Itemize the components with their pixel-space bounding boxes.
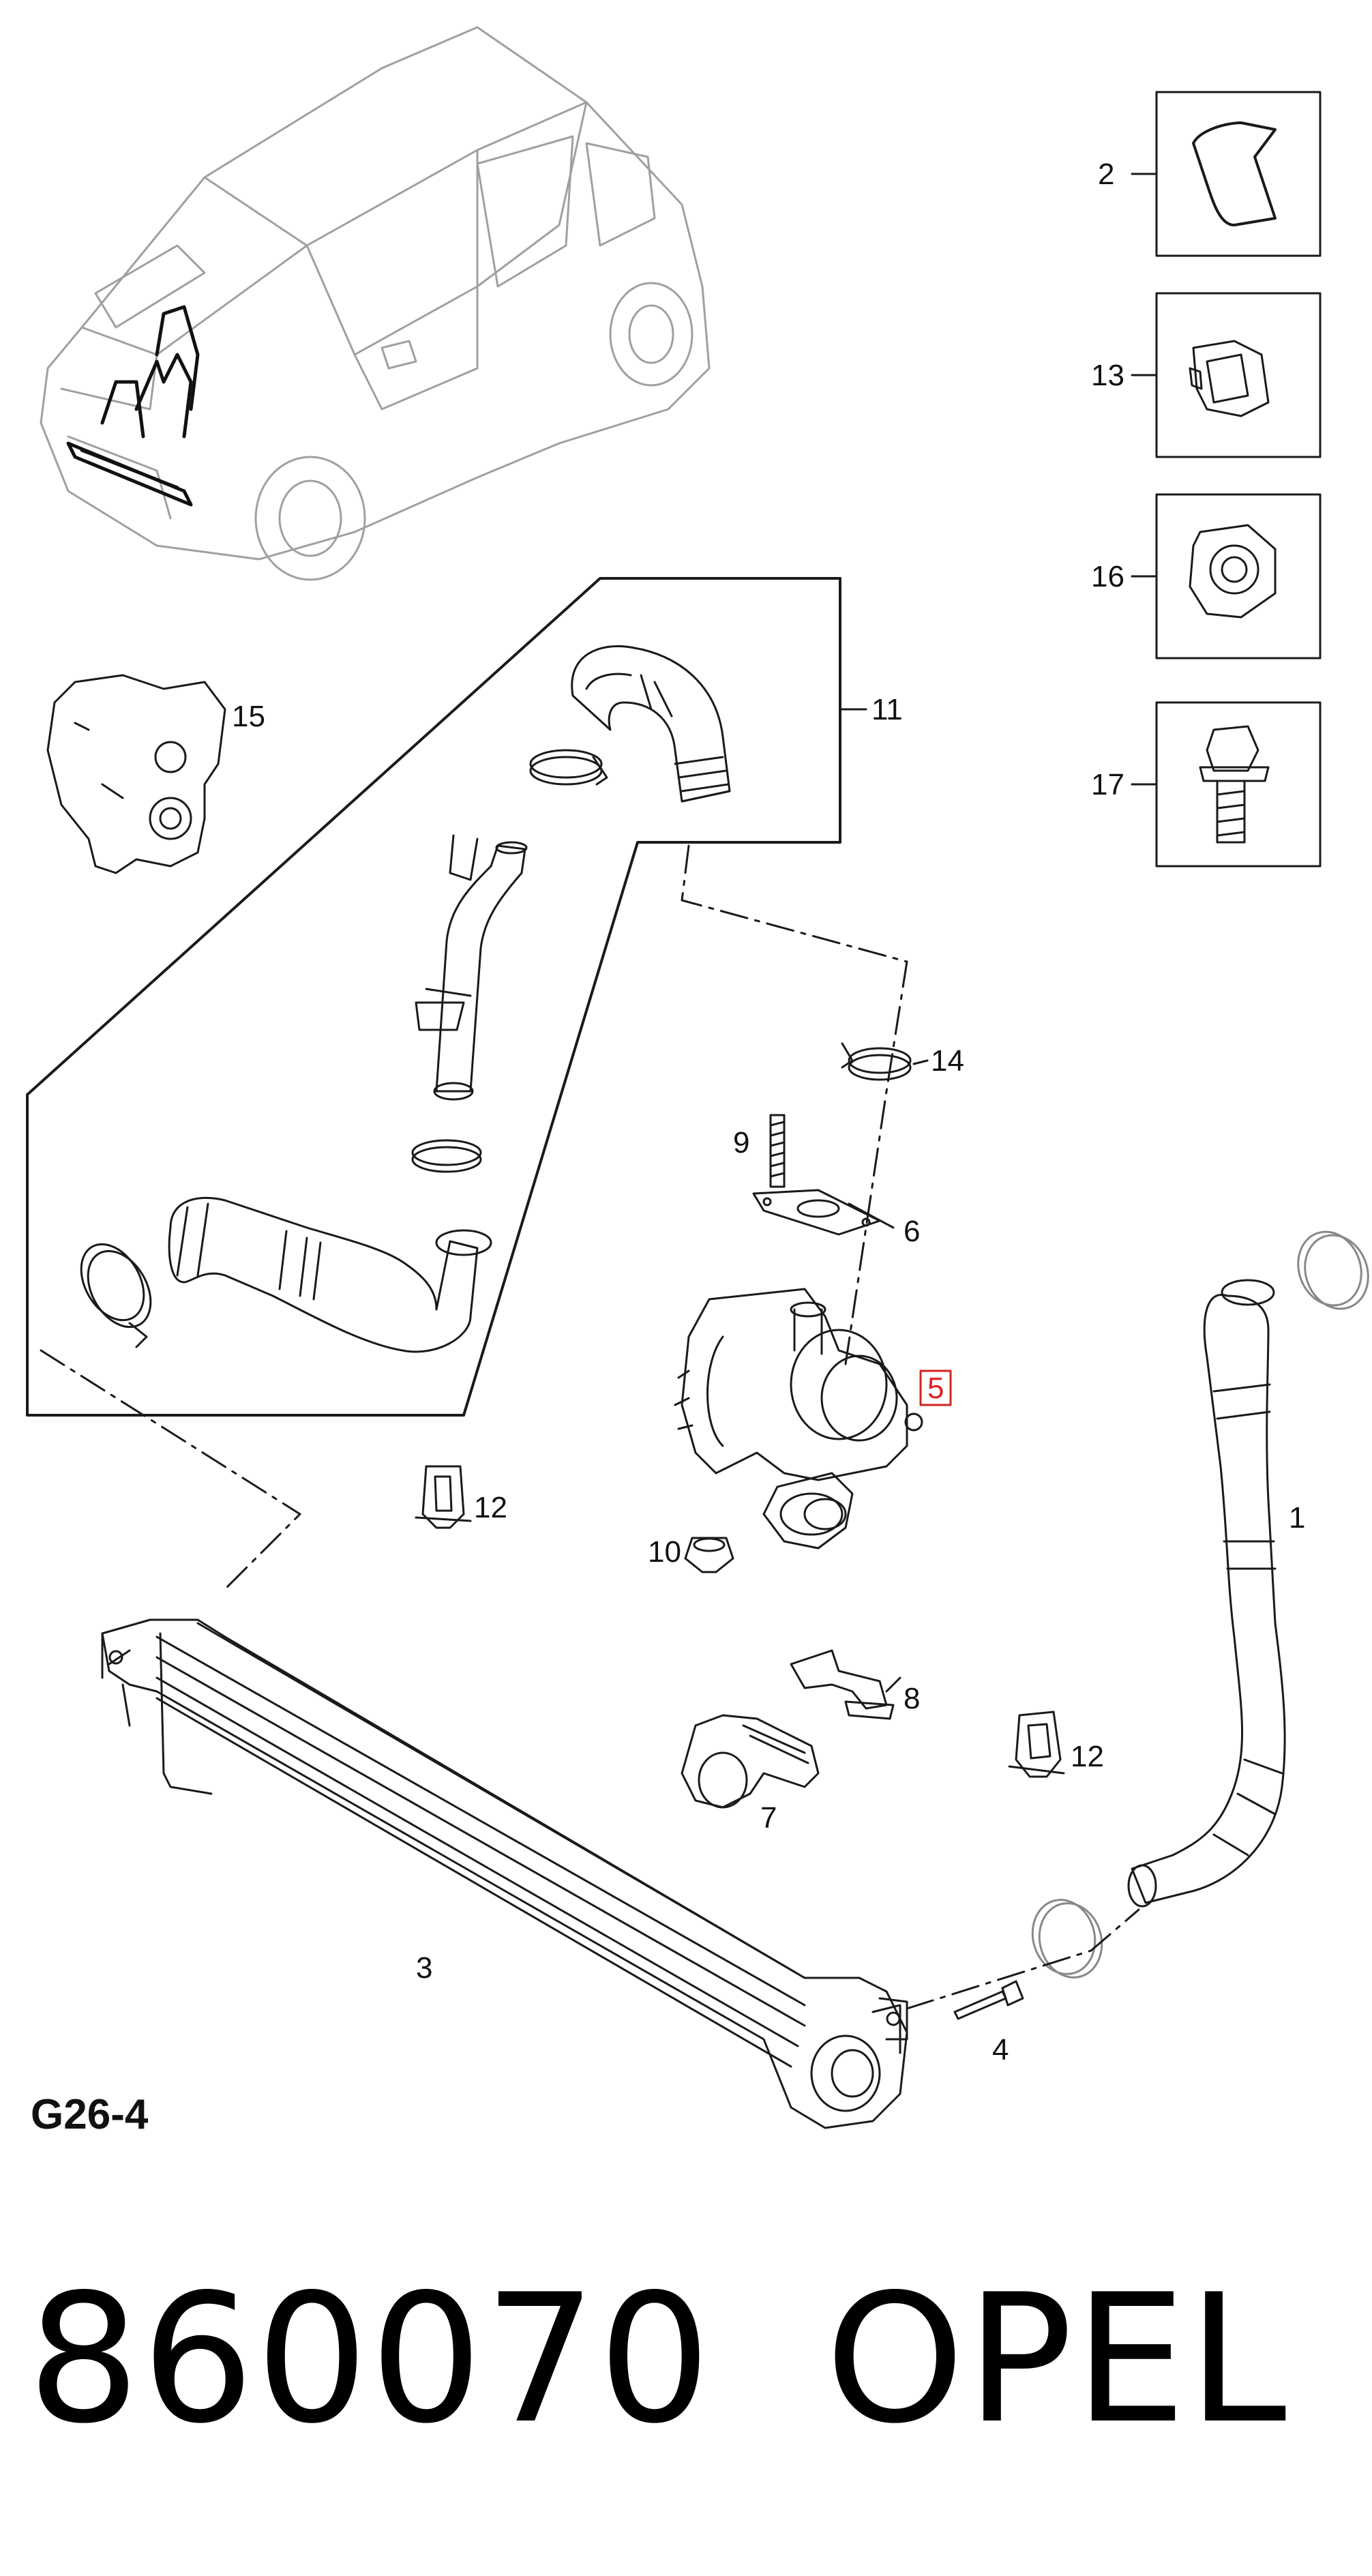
heat-shield-icon [46,674,226,874]
hose-icon [1127,1279,1286,1908]
callout-2: 2 [1098,158,1114,191]
flange-nut-icon [684,1537,734,1573]
item-box-2 [1155,91,1322,257]
callout-1: 1 [1289,1501,1305,1535]
assembly-lines [40,844,1140,2010]
item-box-16 [1155,493,1322,660]
assembly-group-outline [26,577,841,1417]
item-box-13 [1155,292,1322,458]
clip-icon [415,1465,472,1529]
callout-16: 16 [1091,560,1124,593]
hose-icon [571,645,731,803]
callout-14: 14 [931,1044,964,1078]
callout-10: 10 [648,1535,681,1569]
hose-clamp-icon [841,1042,912,1081]
callout-12a: 12 [474,1491,507,1524]
brand-name: OPEL [825,2257,1288,2463]
callout-6: 6 [904,1215,920,1248]
callout-4: 4 [992,2033,1009,2067]
part-number: 860070 [27,2257,713,2463]
callout-9: 9 [733,1126,749,1159]
callout-labels: 1 2 3 4 5 6 7 8 9 10 11 12 12 13 14 15 1… [232,158,1305,2067]
callout-3: 3 [416,1951,432,1985]
bolt-icon [953,1980,1024,2020]
hose-clamp-icon [529,749,608,786]
gasket-icon [752,1189,881,1236]
intercooler-icon [101,1618,908,2129]
pipe-icon [415,834,528,1101]
clip-icon [1008,1711,1065,1778]
callout-17: 17 [1091,768,1124,801]
turbocharger-icon [674,1288,923,1550]
engine-harness-highlight [66,305,200,507]
callout-5[interactable]: 5 [927,1372,944,1405]
hose-icon [168,1196,492,1353]
callout-11: 11 [871,693,903,726]
car-illustration [40,26,711,581]
hose-clamp-icon [411,1139,482,1173]
callout-7: 7 [760,1801,777,1835]
bracket-icon [790,1649,895,1720]
leader-lines [839,173,1158,1693]
callout-8: 8 [904,1682,920,1715]
callout-13: 13 [1091,359,1124,392]
hose-clamp-icon [1031,1230,1369,1979]
bracket-icon [681,1714,820,1809]
callout-12b: 12 [1071,1740,1104,1773]
highlight-box [919,1370,952,1406]
item-box-17 [1155,701,1322,868]
hose-clamp-icon [80,1243,152,1348]
stud-icon [769,1114,786,1188]
diagram-code: G26-4 [31,2091,149,2138]
callout-15: 15 [232,700,265,733]
